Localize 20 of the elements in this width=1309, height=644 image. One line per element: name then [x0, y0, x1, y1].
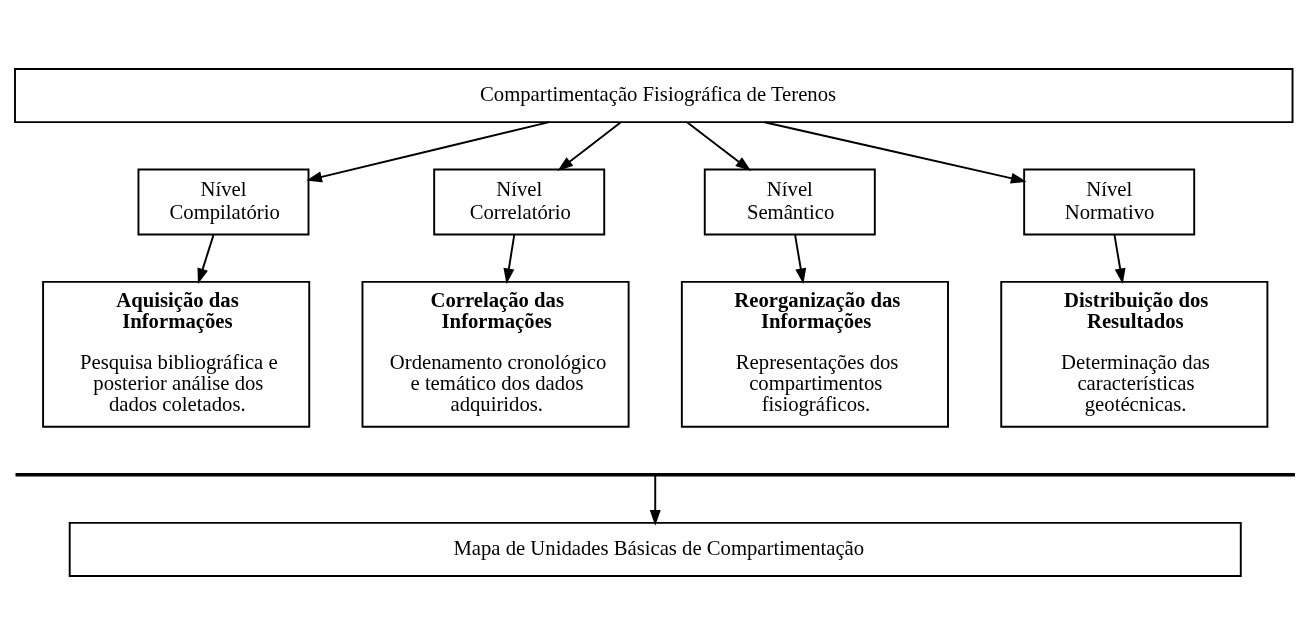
- node-box: Correlação das Informações Ordenamento cronológico e temático dos dados adquiridos.: [361, 280, 630, 428]
- node-bar: [15, 472, 1295, 476]
- arrow: [1113, 233, 1126, 284]
- arrow: [763, 120, 1027, 184]
- node-box: Nível Semântico: [703, 168, 876, 235]
- arrow: [794, 233, 807, 284]
- node-box: Aquisição das Informações Pesquisa bibliográfica e posterior análise dos dados coletados.: [42, 280, 311, 428]
- node-box: Nível Correlatório: [433, 168, 606, 235]
- arrow: [306, 120, 550, 182]
- arrow: [197, 233, 215, 284]
- arrow: [503, 233, 516, 284]
- node-box: Nível Compilatório: [137, 168, 310, 235]
- node-box: Reorganização das Informações Representações dos compartimentos fisiográficos.: [680, 280, 949, 428]
- node-box: Mapa de Unidades Básicas de Compartimentação: [68, 521, 1242, 577]
- arrow: [557, 121, 622, 171]
- node-box: Nível Normativo: [1023, 168, 1196, 235]
- node-box: Distribuição dos Resultados Determinação das características geotécnicas.: [1000, 280, 1269, 428]
- arrow: [686, 121, 752, 171]
- node-box: Compartimentação Fisiográfica de Terenos: [14, 67, 1294, 123]
- arrow: [649, 474, 661, 526]
